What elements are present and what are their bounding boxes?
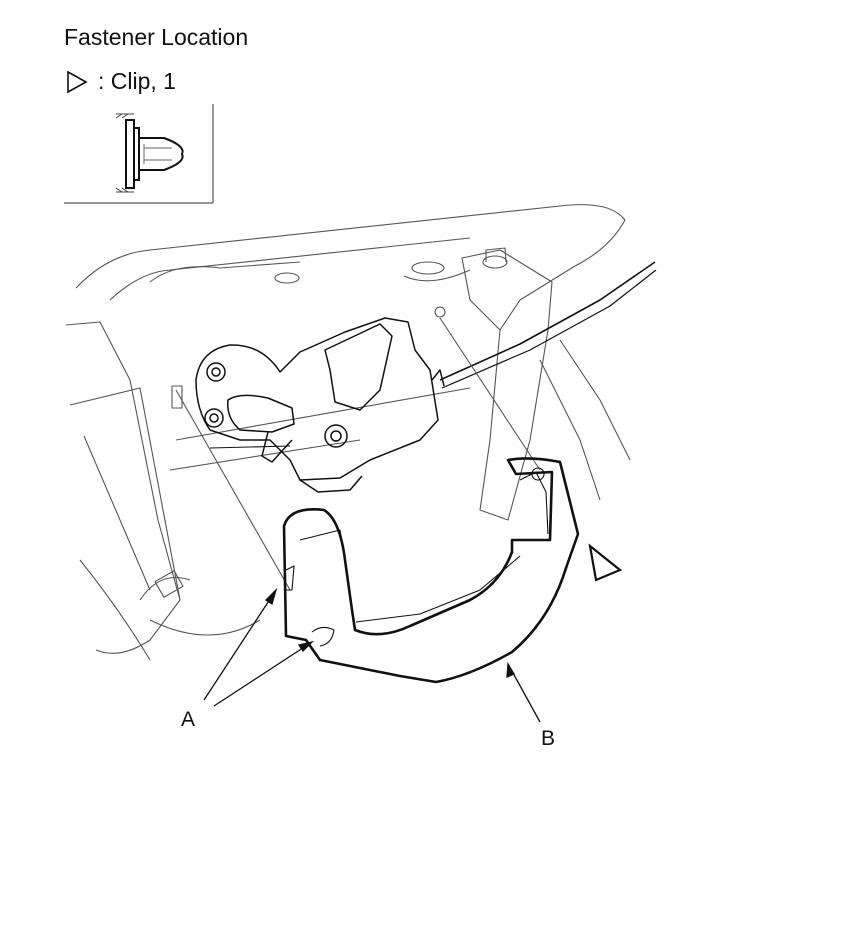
legend-label: : Clip, 1 bbox=[98, 68, 176, 94]
diagram-title: Fastener Location bbox=[64, 24, 249, 50]
callout-a: A bbox=[181, 708, 196, 731]
callout-b: B bbox=[541, 727, 556, 750]
clip-triangle-marker bbox=[588, 543, 623, 582]
triangle-outline-icon bbox=[67, 70, 88, 93]
clip-detail-inset bbox=[64, 104, 214, 204]
legend-clip: : Clip, 1 bbox=[64, 68, 176, 95]
